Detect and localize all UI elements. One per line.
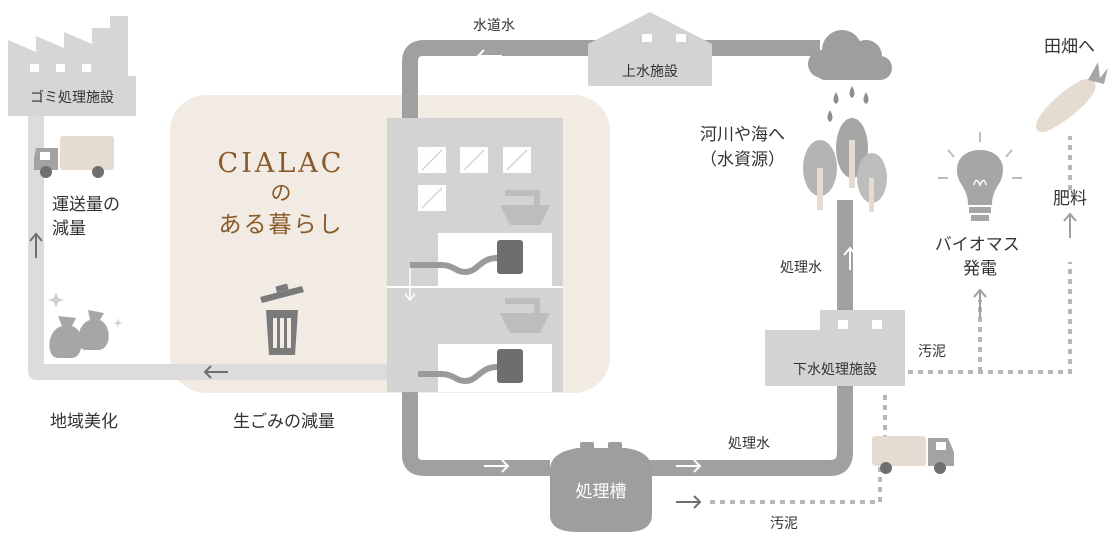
garbage-facility-label: ゴミ処理施設 — [30, 89, 114, 106]
transport-reduction-label: 運送量の 減量 — [52, 195, 125, 239]
arrow-up-icon — [29, 232, 43, 258]
brand-connector: の — [271, 181, 292, 205]
flow-arrows — [484, 246, 857, 473]
rain-icon — [827, 86, 869, 122]
arrow-up-icon — [973, 288, 987, 318]
tap-water-label: 水道水 — [473, 18, 515, 34]
tap-water-pipe — [402, 40, 820, 118]
treatment-tank-label: 処理槽 — [576, 482, 627, 502]
to-fields-label: 田畑へ — [1044, 37, 1095, 57]
sludge-sewage-label: 汚泥 — [918, 344, 946, 360]
house-building — [387, 118, 563, 392]
light-bulb-icon — [938, 132, 1022, 221]
brand-tagline: ある暮らし — [219, 212, 344, 238]
biomass-label: バイオマス 発電 — [935, 235, 1025, 279]
fertilizer-label: 肥料 — [1053, 189, 1087, 209]
cloud-icon — [808, 30, 892, 80]
treated-water-upper-label: 処理水 — [780, 260, 822, 276]
sewage-plant-label: 下水処理施設 — [793, 362, 877, 378]
garbage-bags-icon — [48, 292, 123, 358]
truck-icon — [872, 436, 954, 474]
factory-icon — [8, 16, 136, 116]
treated-water-lower-label: 処理水 — [728, 436, 770, 452]
brand-title: CIALAC — [218, 148, 345, 179]
beautification-label: 地域美化 — [50, 412, 118, 432]
sewage-plant-icon — [765, 310, 905, 386]
rivers-label: 河川や海へ （水資源） — [700, 125, 790, 170]
garbage-reduction-label: 生ごみの減量 — [233, 412, 335, 432]
garbage-route — [28, 110, 395, 380]
arrow-left-icon — [476, 49, 502, 63]
trash-can-icon — [260, 283, 304, 355]
treatment-tank-icon — [550, 442, 652, 532]
arrow-left-icon — [203, 365, 228, 379]
sink-faucet-icon — [500, 190, 550, 333]
disposer-icon — [497, 240, 523, 383]
water-plant-icon — [588, 12, 712, 86]
truck-icon — [34, 136, 114, 178]
sludge-tank-label: 汚泥 — [770, 516, 798, 532]
carrot-icon — [1036, 62, 1108, 133]
water-plant-label: 上水施設 — [622, 64, 678, 80]
arrow-right-icon — [676, 495, 702, 509]
trees-icon — [803, 118, 887, 212]
arrow-up-icon — [1063, 212, 1077, 238]
